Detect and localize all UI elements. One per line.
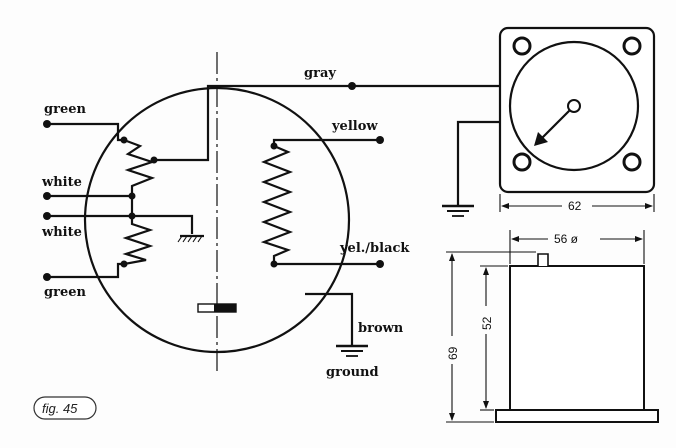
label-green-bottom: green [44,285,86,300]
gauge-front-view [498,26,656,194]
label-ground: ground [326,365,379,380]
wire-green-top [47,122,124,142]
label-brown: brown [358,321,404,336]
needle-pivot [567,99,581,113]
wire-green-bottom [47,262,124,279]
dim-56: 56 ø [554,232,579,246]
side-terminal-stud [537,253,549,266]
wire-brown [305,292,354,346]
terminal-yellow [376,136,384,144]
dim-69: 69 [446,346,460,360]
resistor-right [260,144,294,264]
dimension-width-front: 62 [499,194,655,213]
wire-internal-ground [132,214,194,234]
dim-52: 52 [480,316,494,330]
wire-gauge-ground [456,120,500,206]
dimension-height-total: 69 [446,251,536,423]
terminal-yel-black [376,260,384,268]
dimension-height-body: 52 [480,265,508,411]
label-yellow: yellow [331,119,378,134]
wire-yellow [272,138,380,146]
dimension-diameter-side: 56 ø [509,230,645,264]
gauge-needle [539,109,571,141]
right-resistor-network [260,136,384,268]
left-resistor-network [120,84,500,268]
ground-hatch [177,235,203,243]
float-magnet [197,303,237,313]
label-gray: gray [304,66,336,81]
side-flange [495,409,659,423]
gauge-side-view [495,253,659,423]
caption-text: fig. 45 [42,401,78,416]
terminal-gray [348,82,356,90]
figure-caption: fig. 45 [33,396,97,420]
resistor-lower [122,216,154,266]
label-white-top: white [41,175,82,190]
dim-62: 62 [568,199,582,213]
ground-symbol-brown [336,344,368,357]
resistor-upper [123,138,156,196]
ground-symbol-gauge [442,204,474,217]
label-green-top: green [44,102,86,117]
label-white-bottom: white [41,225,82,240]
label-yel-black: yel./black [339,241,410,256]
